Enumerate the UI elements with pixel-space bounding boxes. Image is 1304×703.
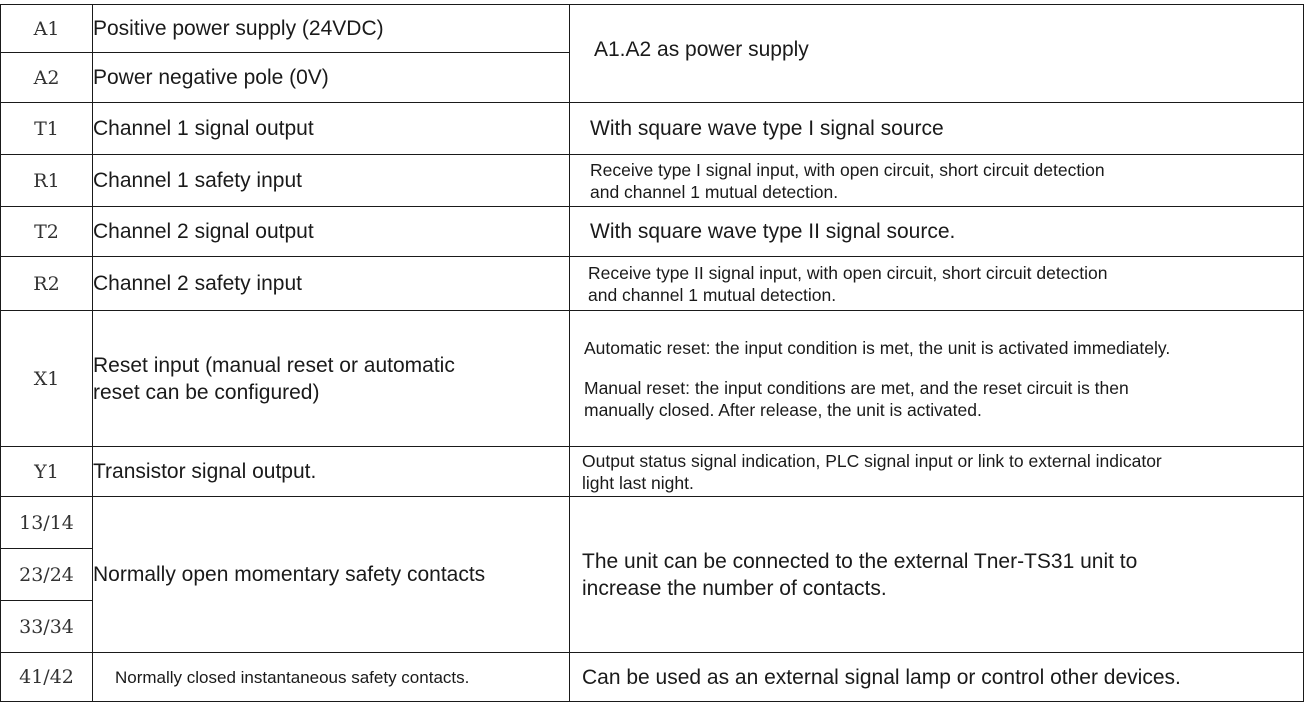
terminal-description: With square wave type II signal source. <box>569 206 1304 257</box>
terminal-code: X1 <box>0 310 93 447</box>
terminal-description: Receive type II signal input, with open … <box>569 256 1304 311</box>
terminal-function: Normally open momentary safety contacts <box>92 496 570 653</box>
table-row: X1 Reset input (manual reset or automati… <box>0 310 1304 447</box>
terminal-function: Channel 1 signal output <box>92 102 570 155</box>
terminal-code: 41/42 <box>0 652 93 702</box>
terminal-description: Automatic reset: the input condition is … <box>569 310 1304 447</box>
table-row: T1 Channel 1 signal output With square w… <box>0 102 1304 155</box>
terminal-description: Can be used as an external signal lamp o… <box>569 652 1304 702</box>
table-row: Y1 Transistor signal output. Output stat… <box>0 446 1304 497</box>
terminal-table: A1 Positive power supply (24VDC) A1.A2 a… <box>0 4 1304 702</box>
terminal-function: Reset input (manual reset or automatic r… <box>92 310 570 447</box>
terminal-description: Output status signal indication, PLC sig… <box>569 446 1304 497</box>
table-row: A1 Positive power supply (24VDC) A1.A2 a… <box>0 4 1304 103</box>
terminal-code: R2 <box>0 256 93 311</box>
table-row: R1 Channel 1 safety input Receive type I… <box>0 154 1304 207</box>
terminal-function: Channel 2 signal output <box>92 206 570 257</box>
table-row: A2 Power negative pole (0V) <box>0 52 1304 103</box>
table-row: R2 Channel 2 safety input Receive type I… <box>0 256 1304 311</box>
table-row: 33/34 <box>0 600 1304 653</box>
manual-reset-text: Manual reset: the input conditions are m… <box>584 377 1129 420</box>
terminal-function: Channel 1 safety input <box>92 154 570 207</box>
terminal-code: 33/34 <box>0 600 93 653</box>
table-row: 13/14 Normally open momentary safety con… <box>0 496 1304 653</box>
terminal-code: A2 <box>0 52 93 103</box>
terminal-code: Y1 <box>0 446 93 497</box>
table-row: T2 Channel 2 signal output With square w… <box>0 206 1304 257</box>
terminal-code: A1 <box>0 4 93 53</box>
terminal-description: With square wave type I signal source <box>569 102 1304 155</box>
power-group-description: A1.A2 as power supply <box>594 38 809 61</box>
terminal-description: Receive type I signal input, with open c… <box>569 154 1304 207</box>
table-row: 41/42 Normally closed instantaneous safe… <box>0 652 1304 702</box>
automatic-reset-text: Automatic reset: the input condition is … <box>584 337 1171 358</box>
terminal-code: 23/24 <box>0 548 93 601</box>
terminal-function: Channel 2 safety input <box>92 256 570 311</box>
terminal-function: Positive power supply (24VDC) <box>92 4 570 53</box>
terminal-code: T2 <box>0 206 93 257</box>
terminal-code: 13/14 <box>0 496 93 549</box>
terminal-code: R1 <box>0 154 93 207</box>
paragraph-gap <box>584 359 1303 377</box>
terminal-function: Transistor signal output. <box>92 446 570 497</box>
terminal-function: Power negative pole (0V) <box>92 52 570 103</box>
terminal-function: Normally closed instantaneous safety con… <box>92 652 570 702</box>
terminal-description: A1.A2 as power supply <box>569 4 1304 103</box>
terminal-code: T1 <box>0 102 93 155</box>
terminal-description: The unit can be connected to the externa… <box>569 496 1304 653</box>
